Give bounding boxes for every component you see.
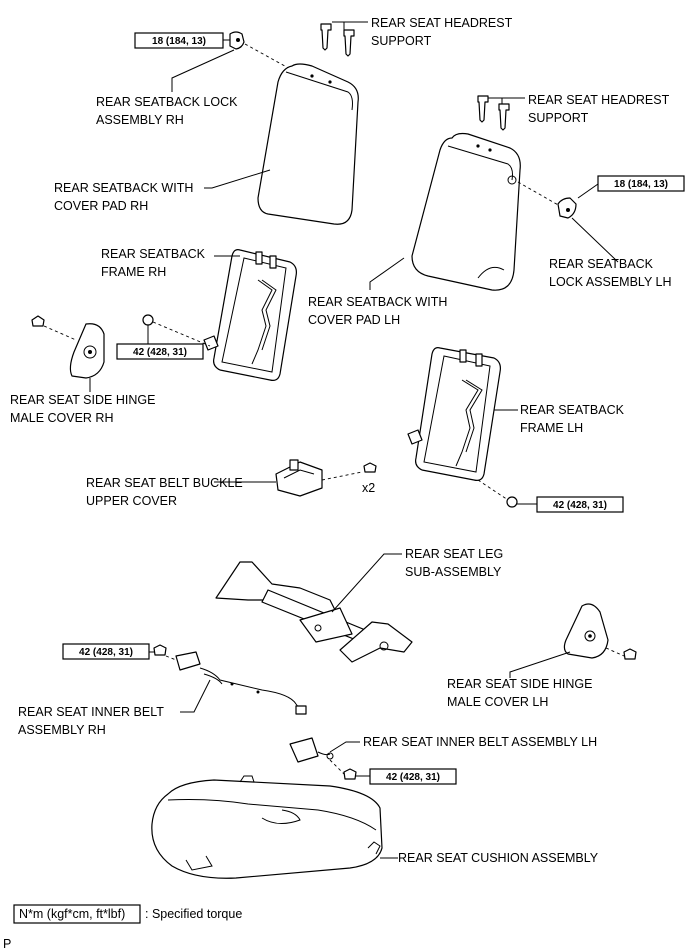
belt-buckle-upper-cover-label: REAR SEAT BELT BUCKLE UPPER COVER x2 bbox=[86, 476, 375, 508]
svg-text:REAR SEATBACK: REAR SEATBACK bbox=[549, 257, 654, 271]
svg-text:REAR SEAT LEG: REAR SEAT LEG bbox=[405, 547, 503, 561]
svg-text:REAR SEAT HEADREST: REAR SEAT HEADREST bbox=[528, 93, 670, 107]
svg-text:REAR SEAT INNER BELT ASSEMBLY: REAR SEAT INNER BELT ASSEMBLY LH bbox=[363, 735, 597, 749]
svg-text:ASSEMBLY RH: ASSEMBLY RH bbox=[96, 113, 184, 127]
legend-text: : Specified torque bbox=[145, 907, 242, 921]
svg-text:REAR SEAT SIDE HINGE: REAR SEAT SIDE HINGE bbox=[447, 677, 592, 691]
svg-text:42 (428, 31): 42 (428, 31) bbox=[133, 347, 187, 358]
belt-buckle-upper-cover-part bbox=[214, 459, 377, 497]
headrest-support-rh-part bbox=[320, 21, 368, 57]
seat-cushion-assembly-label: REAR SEAT CUSHION ASSEMBLY bbox=[398, 851, 599, 865]
quantity-x2: x2 bbox=[362, 481, 375, 495]
svg-text:REAR SEATBACK: REAR SEATBACK bbox=[101, 247, 206, 261]
seatback-lock-rh-label: REAR SEATBACK LOCK ASSEMBLY RH bbox=[96, 95, 238, 127]
seatback-lock-lh-label: REAR SEATBACK LOCK ASSEMBLY LH bbox=[549, 257, 672, 289]
inner-belt-rh-part bbox=[153, 644, 307, 715]
svg-text:UPPER COVER: UPPER COVER bbox=[86, 494, 177, 508]
seatback-frame-rh-label: REAR SEATBACK FRAME RH bbox=[101, 247, 206, 279]
svg-text:42 (428, 31): 42 (428, 31) bbox=[79, 647, 133, 658]
torque-box-frame-lh: 42 (428, 31) bbox=[506, 496, 624, 513]
torque-box-lock-rh: 18 (184, 13) bbox=[134, 32, 232, 49]
svg-text:REAR SEAT INNER BELT: REAR SEAT INNER BELT bbox=[18, 705, 164, 719]
seatback-cover-pad-lh-part bbox=[369, 132, 521, 291]
inner-belt-lh-label: REAR SEAT INNER BELT ASSEMBLY LH bbox=[363, 735, 597, 749]
seatback-cover-pad-rh-label: REAR SEATBACK WITH COVER PAD RH bbox=[54, 181, 193, 213]
svg-text:SUPPORT: SUPPORT bbox=[371, 34, 432, 48]
torque-box-lock-lh: 18 (184, 13) bbox=[577, 175, 685, 199]
side-hinge-cover-lh-part bbox=[509, 603, 637, 678]
svg-text:FRAME LH: FRAME LH bbox=[520, 421, 583, 435]
seatback-cover-pad-lh-label: REAR SEATBACK WITH COVER PAD LH bbox=[308, 295, 447, 327]
seat-leg-sub-assembly-part bbox=[215, 553, 413, 663]
seatback-frame-lh-label: REAR SEATBACK FRAME LH bbox=[520, 403, 625, 435]
svg-text:ASSEMBLY RH: ASSEMBLY RH bbox=[18, 723, 106, 737]
seatback-frame-rh-part bbox=[203, 249, 297, 381]
svg-text:42 (428, 31): 42 (428, 31) bbox=[386, 772, 440, 783]
torque-box-inner-belt-lh: 42 (428, 31) bbox=[369, 768, 457, 785]
svg-text:SUB-ASSEMBLY: SUB-ASSEMBLY bbox=[405, 565, 502, 579]
side-hinge-cover-rh-label: REAR SEAT SIDE HINGE MALE COVER RH bbox=[10, 393, 155, 425]
seatback-cover-pad-rh-part bbox=[204, 63, 359, 225]
svg-text:REAR SEAT BELT BUCKLE: REAR SEAT BELT BUCKLE bbox=[86, 476, 243, 490]
svg-text:REAR SEATBACK LOCK: REAR SEATBACK LOCK bbox=[96, 95, 238, 109]
svg-text:REAR SEATBACK WITH: REAR SEATBACK WITH bbox=[308, 295, 447, 309]
svg-text:MALE COVER LH: MALE COVER LH bbox=[447, 695, 548, 709]
headrest-support-lh-label: REAR SEAT HEADREST SUPPORT bbox=[528, 93, 670, 125]
svg-text:LOCK ASSEMBLY LH: LOCK ASSEMBLY LH bbox=[549, 275, 672, 289]
torque-box-inner-belt-rh: 42 (428, 31) bbox=[62, 643, 154, 660]
seat-cushion-assembly-part bbox=[151, 775, 398, 879]
svg-text:COVER PAD LH: COVER PAD LH bbox=[308, 313, 400, 327]
svg-text:REAR SEAT SIDE HINGE: REAR SEAT SIDE HINGE bbox=[10, 393, 155, 407]
svg-text:REAR SEAT CUSHION ASSEMBLY: REAR SEAT CUSHION ASSEMBLY bbox=[398, 851, 599, 865]
headrest-support-rh-label: REAR SEAT HEADREST SUPPORT bbox=[371, 16, 513, 48]
svg-text:FRAME RH: FRAME RH bbox=[101, 265, 166, 279]
seatback-frame-lh-part bbox=[407, 347, 518, 501]
seat-leg-sub-assembly-label: REAR SEAT LEG SUB-ASSEMBLY bbox=[405, 547, 503, 579]
svg-text:18 (184, 13): 18 (184, 13) bbox=[614, 179, 668, 190]
corner-mark: P bbox=[3, 937, 11, 951]
side-hinge-cover-rh-part bbox=[31, 315, 105, 392]
svg-text:SUPPORT: SUPPORT bbox=[528, 111, 589, 125]
svg-text:42 (428, 31): 42 (428, 31) bbox=[553, 500, 607, 511]
seatback-lock-rh-part bbox=[171, 31, 293, 92]
inner-belt-rh-label: REAR SEAT INNER BELT ASSEMBLY RH bbox=[18, 705, 164, 737]
svg-text:REAR SEATBACK: REAR SEATBACK bbox=[520, 403, 625, 417]
torque-legend: N*m (kgf*cm, ft*lbf) : Specified torque bbox=[13, 904, 242, 924]
headrest-support-lh-part bbox=[477, 95, 525, 131]
torque-box-frame-rh: 42 (428, 31) bbox=[116, 314, 211, 360]
svg-text:REAR SEAT HEADREST: REAR SEAT HEADREST bbox=[371, 16, 513, 30]
seatback-lock-lh-part bbox=[517, 181, 619, 263]
side-hinge-cover-lh-label: REAR SEAT SIDE HINGE MALE COVER LH bbox=[447, 677, 592, 709]
svg-text:MALE COVER RH: MALE COVER RH bbox=[10, 411, 114, 425]
svg-text:COVER PAD RH: COVER PAD RH bbox=[54, 199, 148, 213]
legend-unit: N*m (kgf*cm, ft*lbf) bbox=[19, 907, 125, 921]
svg-text:18 (184, 13): 18 (184, 13) bbox=[152, 36, 206, 47]
svg-text:REAR SEATBACK WITH: REAR SEATBACK WITH bbox=[54, 181, 193, 195]
inner-belt-lh-part bbox=[289, 737, 370, 780]
